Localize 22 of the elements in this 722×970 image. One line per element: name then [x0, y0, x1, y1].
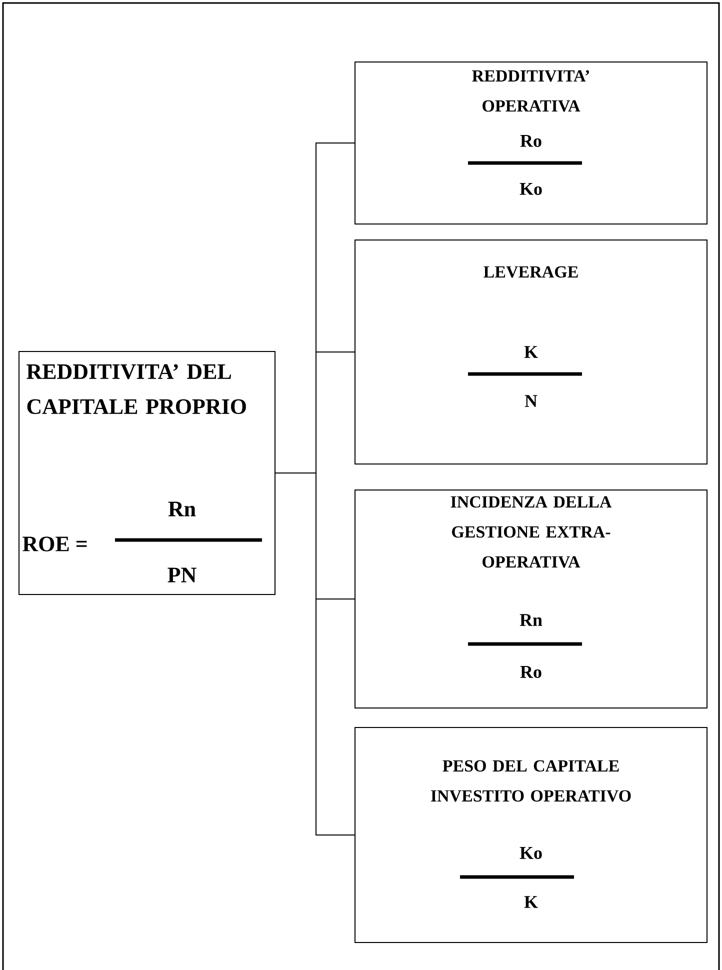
- denominator: K: [524, 896, 538, 908]
- box: [354, 62, 708, 224]
- denominator: PN: [168, 568, 196, 582]
- numerator: Rn: [520, 614, 542, 626]
- box: [354, 727, 708, 943]
- box-heading: REDDITIVITA’ OPERATIVA: [472, 70, 589, 112]
- denominator: Ro: [520, 666, 542, 678]
- box-heading: INCIDENZA DELLA GESTIONE EXTRA-OPERATIVA: [450, 496, 612, 568]
- numerator: Rn: [168, 502, 196, 516]
- denominator: N: [524, 395, 538, 407]
- box-heading: LEVERAGE: [484, 266, 578, 278]
- numerator: Ro: [520, 135, 542, 147]
- box: [18, 351, 276, 595]
- denominator: Ko: [520, 183, 542, 195]
- numerator: Ko: [520, 847, 542, 859]
- numerator: K: [524, 346, 538, 358]
- connector-line: [275, 472, 355, 836]
- formula-prefix: ROE =: [22, 536, 87, 552]
- box: [354, 240, 708, 464]
- box-heading: PESO DEL CAPITALE INVESTITO OPERATIVO: [431, 760, 631, 802]
- box-heading: REDDITIVITA’ DEL CAPITALE PROPRIO: [26, 364, 246, 414]
- box: [354, 490, 708, 708]
